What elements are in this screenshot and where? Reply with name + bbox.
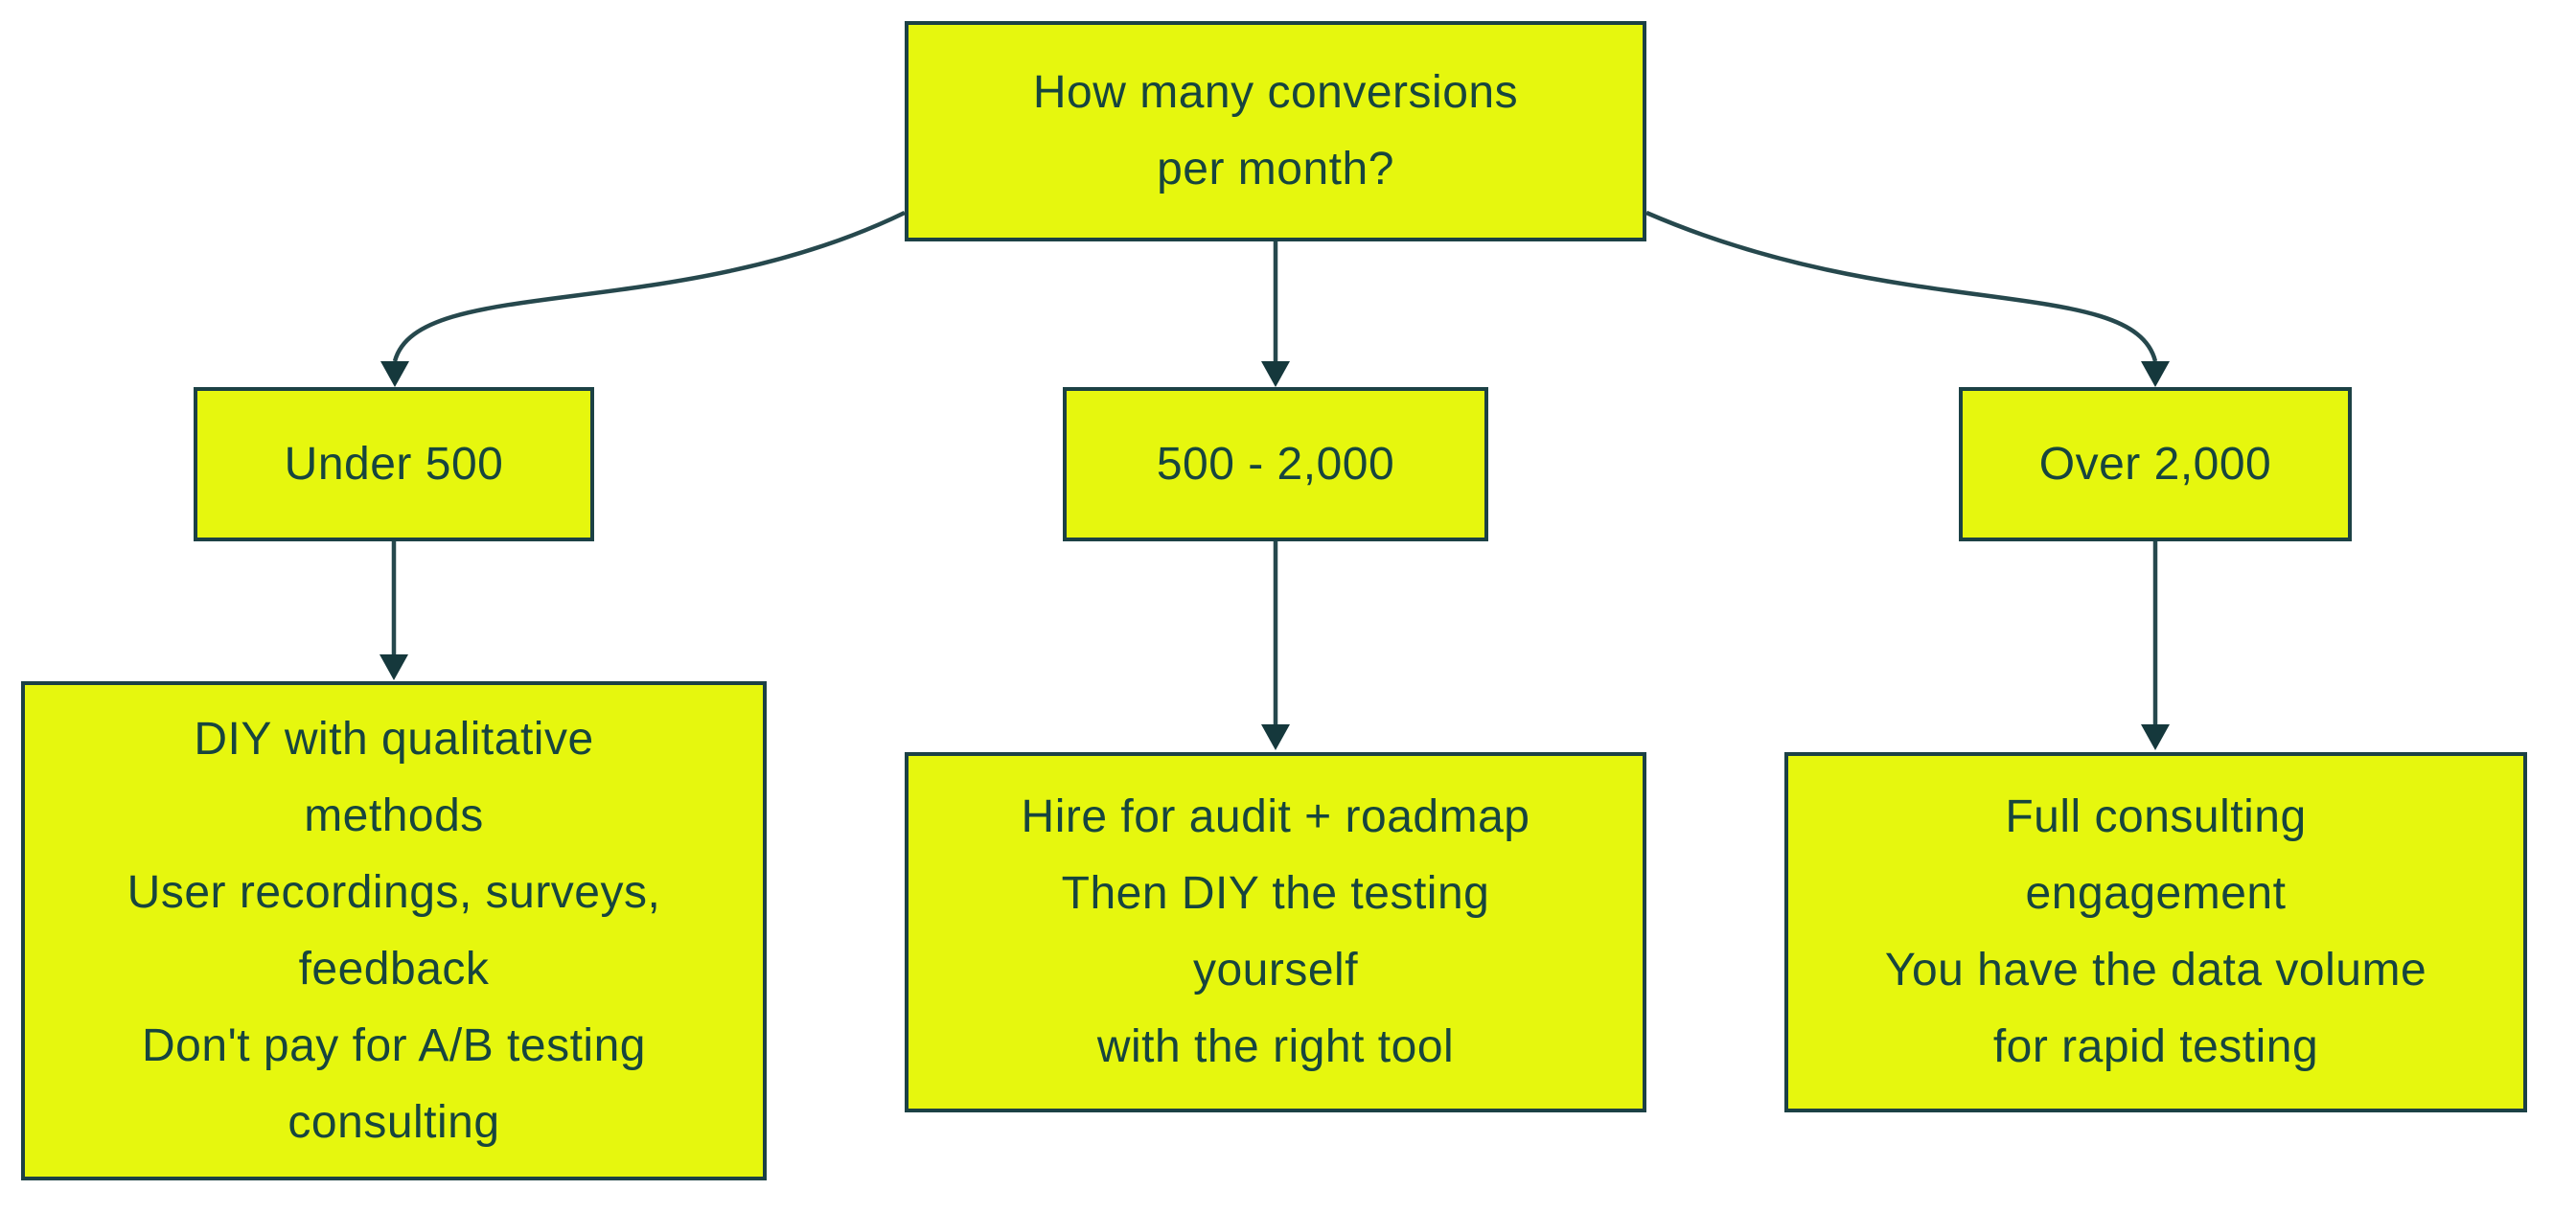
condition-500-2000-node: 500 - 2,000: [1063, 387, 1488, 541]
outcome-over-2000-node: Full consulting engagement You have the …: [1784, 752, 2527, 1112]
condition-over-2000-node: Over 2,000: [1959, 387, 2352, 541]
outcome-500-2000-node: Hire for audit + roadmap Then DIY the te…: [905, 752, 1646, 1112]
root-question-node: How many conversions per month?: [905, 21, 1646, 241]
arrow-down-icon: [1261, 361, 1290, 387]
arrow-down-icon: [380, 361, 409, 387]
root-question-label: How many conversions per month?: [1032, 67, 1519, 195]
condition-500-2000-label: 500 - 2,000: [1156, 438, 1395, 490]
condition-under-500-node: Under 500: [194, 387, 594, 541]
arrow-down-icon: [1261, 724, 1290, 750]
outcome-under-500-label: DIY with qualitative methods User record…: [126, 713, 661, 1148]
outcome-500-2000-label: Hire for audit + roadmap Then DIY the te…: [1021, 791, 1530, 1072]
outcome-over-2000-label: Full consulting engagement You have the …: [1884, 791, 2427, 1072]
outcome-under-500-node: DIY with qualitative methods User record…: [21, 681, 767, 1180]
condition-under-500-label: Under 500: [284, 438, 504, 490]
connector-root-to-over-2000: [1645, 210, 2158, 362]
condition-over-2000-label: Over 2,000: [2038, 438, 2272, 490]
arrow-down-icon: [2141, 361, 2170, 387]
connector-root-to-under-500: [392, 210, 906, 362]
arrow-down-icon: [380, 654, 408, 680]
arrow-down-icon: [2141, 724, 2170, 750]
